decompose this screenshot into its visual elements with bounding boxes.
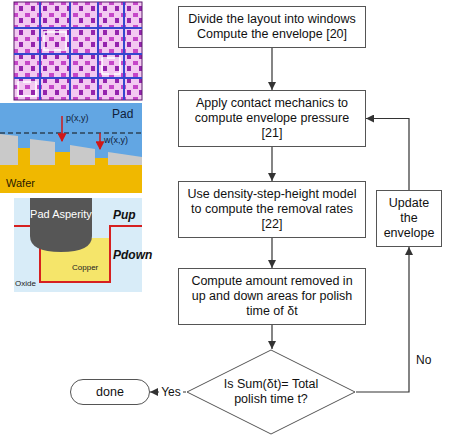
part-label: Copper [72, 263, 98, 273]
oxide-region [14, 198, 142, 292]
flow-arrow [271, 238, 272, 268]
diamond-shape [187, 350, 355, 434]
process-box: Divide the layout into windows Compute t… [178, 6, 366, 48]
window-grid [14, 2, 142, 100]
node-text: Is Sum(δt)= Total polish time t? [222, 377, 320, 407]
part-label: Oxide [15, 279, 36, 289]
pad-region [0, 103, 142, 193]
process-box: Compute amount removed in up and down ar… [178, 268, 366, 325]
terminal-oval: done [70, 379, 150, 405]
envelope-line [0, 133, 142, 134]
flow-arrow [366, 119, 409, 191]
layout-block [18, 82, 36, 96]
edge-label: No [414, 353, 433, 367]
layout-block [44, 32, 66, 50]
wafer-body [0, 165, 142, 193]
process-box: Apply contact mechanics to compute envel… [178, 90, 366, 147]
part-label: Wafer [6, 177, 35, 190]
layout-blocks [18, 32, 120, 96]
part-label: Pad Asperity [30, 208, 92, 221]
pressure-arrow [61, 116, 63, 141]
flow-arrow [271, 325, 272, 349]
part-label: Pup [113, 208, 136, 222]
part-label: p(x,y) [66, 113, 89, 124]
node-text: Divide the layout into windows Compute t… [183, 12, 361, 42]
grid-line [69, 2, 71, 100]
part-label: Pdown [113, 248, 152, 262]
layout-area [14, 2, 142, 100]
flow-arrow [271, 48, 272, 90]
part-label: w(x,y) [104, 135, 128, 146]
deflection-arrow [99, 133, 101, 149]
layout-picture [14, 2, 142, 100]
node-text: Apply contact mechanics to compute envel… [183, 96, 361, 141]
pad-wafer-section [0, 103, 142, 193]
grid-line [39, 2, 41, 100]
grid-line [123, 2, 125, 100]
grid-line [14, 53, 142, 55]
copper-fill [95, 158, 108, 165]
grid-line [14, 77, 142, 79]
part-label: Pad [112, 107, 133, 121]
pad-asperity [30, 198, 92, 252]
layout-block [102, 58, 120, 74]
node-text: Compute amount removed in up and down ar… [183, 274, 361, 319]
process-box: Use density-step-height model to compute… [178, 181, 366, 238]
grid-line [14, 27, 142, 29]
decision-diamond: Is Sum(δt)= Total polish time t? [186, 349, 356, 435]
copper-fill [55, 152, 70, 165]
edge-label: Yes [159, 385, 183, 399]
asperity-section [14, 198, 142, 292]
node-text: Use density-step-height model to compute… [183, 187, 361, 232]
grid-line [97, 2, 99, 100]
copper-fill [18, 148, 30, 165]
process-box: Update the envelope [376, 190, 442, 247]
flow-arrow [271, 147, 272, 181]
oxide-features [0, 134, 142, 193]
node-text: done [96, 385, 124, 400]
node-text: Update the envelope [381, 196, 437, 241]
